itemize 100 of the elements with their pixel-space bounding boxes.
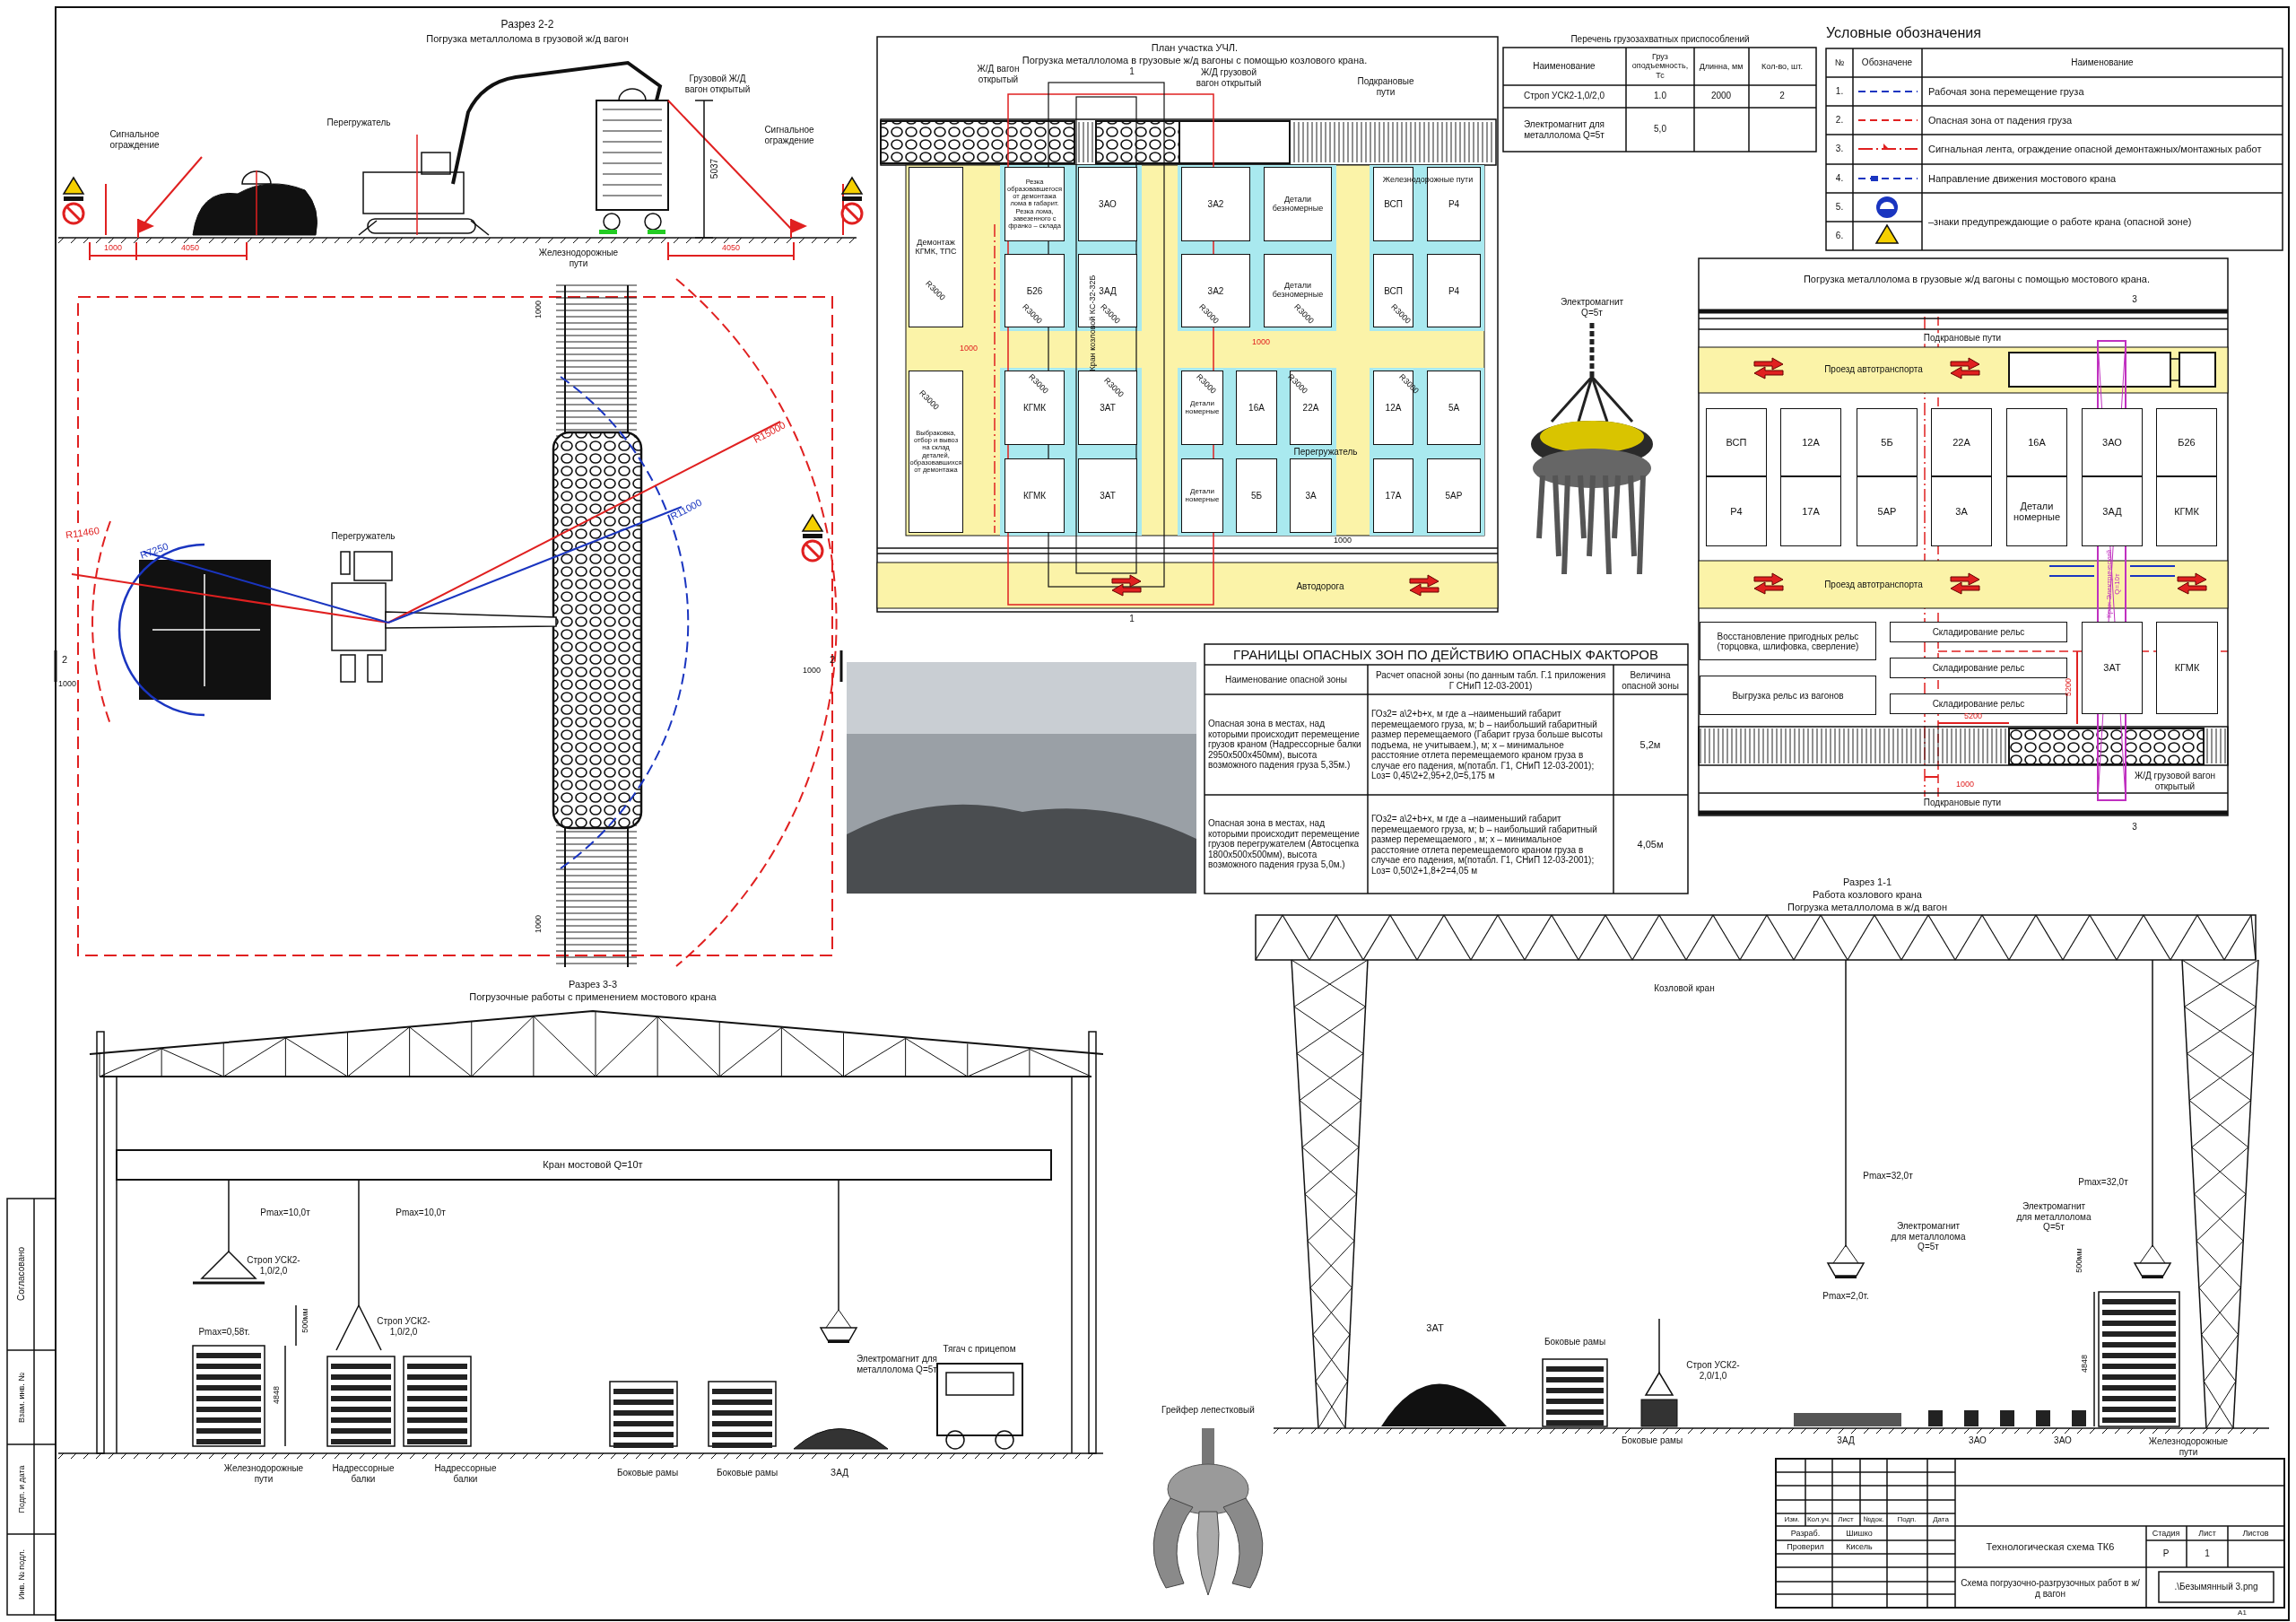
drawing-title: Перечень грузозахватных приспособлений [1570,34,1750,45]
table-cell: 5,2м [1639,738,1661,751]
callout-label: Сигнальное ограждение [763,124,815,145]
callout-label: Электромагнит для металлолома Q=5т [855,1353,939,1374]
table-cell-text: ГОз2= а\2+b+х, м где а –наименьший габарит перемещаемого груза, м; b – наибольший габаритный размер перемещаемого (Габарит груза больше высоты подъема, не учитываем.), м; х – минимальное расстояние отлета перемещаемого краном груза в случае его падения, м(потабл. Г1, СНиП 12-03-2001); Lоз= 0,45\2+2,95+2,0=5,175 м [1371,708,1604,781]
callout-label: Электромагнит Q=5т [1559,296,1625,318]
section-mark: 1 [1129,614,1135,624]
dimension-label: 1000 [1252,336,1270,347]
table-header: Обозначене [1860,57,1914,68]
callout-label: Ж/Д грузовой вагон открытый [2133,770,2217,791]
callout-label: Тягач с прицепом [943,1344,1016,1355]
table-cell: 2 [1779,91,1785,101]
area-label: Проезд автотранспорта [1824,580,1923,590]
callout-label: Pmax=32,0т [1863,1171,1913,1182]
callout-label: Перегружатель [1293,447,1358,458]
table-header: Наименование [2071,57,2134,68]
table-header: Величина опасной зоны [1621,669,1680,691]
zone-area: 3А [1931,476,1992,546]
table-cell-text: Электромагнит для металлолома Q=5т [1522,118,1606,140]
row-number: 3. [1835,144,1844,154]
callout-label: Электромагнит для металлолома Q=5т [2015,1200,2092,1233]
title-block-text: 1 [2205,1548,2210,1559]
zone-area: 16А [1236,371,1277,445]
zone-area: 12А [1780,408,1841,476]
callout-label: Ж/Д вагон открытый [976,63,1021,84]
dimension-label: 4050 [722,242,740,253]
drawing-title: Погрузочные работы с применением мостового крана [469,990,717,1003]
callout-label: Сигнальное ограждение [109,128,161,150]
legend-label: Направление движения мостового крана [1928,172,2117,185]
zone-area: Детали номерные [2006,476,2067,546]
zone-area: Детали номерные [1181,458,1223,533]
dimension-label: 1000 [533,301,544,318]
dimension-label: 500мм [300,1308,310,1333]
callout-label: Pmax=0,58т. [198,1327,250,1338]
dimension-label: 1000 [960,343,978,353]
zone-area: КГМК [1004,458,1065,533]
table-cell: 5,0 [1654,124,1666,135]
table-header: Расчет опасной зоны (по данным табл. Г.1 приложения Г СНиП 12-03-2001) [1374,669,1607,691]
zone-area: Детали безномерные [1264,167,1332,241]
callout-label: 3АТ [1426,1321,1444,1334]
table-cell-text: Опасная зона в местах, над которыми происходит перемещение грузов перегружателем (Автосцепка 1800х500х500мм), высота возможного падения груза 5,0м.) [1208,818,1361,870]
title-block-text: Проверил [1787,1541,1824,1552]
zone-area: КГМК [2156,622,2218,714]
drawing-title: Разрез 1-1 [1843,876,1892,888]
callout-label: 3АД [1837,1435,1855,1446]
title-block-text: Схема погрузочно-разгрузочных работ в ж/д вагон [1961,1577,2140,1599]
zone-area: 3АО [1078,167,1137,241]
title-block-text: №док. [1863,1515,1884,1524]
title-block-text: Технологическая схема ТК6 [1986,1540,2115,1553]
area-label: Автодорога [1296,581,1344,592]
callout-label: Pmax=10,0т [260,1208,310,1218]
zone-area: КГМК [2156,476,2217,546]
callout-label: ЗАД [831,1468,848,1478]
table-cell: Опасная зона в местах, над которыми происходит перемещение грузов краном (Надрессорные балки 2950х500х450мм), высота возможного падения груза 5,35м.) [1208,719,1362,771]
callout-label: Кран Электрический Q=10т [2104,549,2122,620]
area-label: Подкрановые пути [1921,333,2004,344]
callout-label: Надрессорные балки [331,1462,396,1484]
zone-area: 5АР [1427,458,1481,533]
zone-area: 3АТ [2082,622,2143,714]
table-cell: 2000 [1710,91,1732,101]
title-block-text: Лист [1838,1515,1854,1524]
callout-label: Pmax=32,0т [2078,1177,2128,1188]
zone-area: Выгрузка рельс из вагонов [1700,676,1876,715]
table-header: Длинна, мм [1698,61,1744,72]
callout-label: 3АО [2054,1435,2072,1446]
table-header: Наименование опасной зоны [1224,675,1348,685]
radius-label: R7250 [138,540,170,562]
table-cell-text: Строп УСК2-1,0/2,0 [1523,91,1605,101]
drawing-title: Погрузка металлолома в грузовые ж/д вагоны с помощью мостового крана. [1803,273,2151,285]
zone-area: 3А2 [1181,167,1250,241]
drawing-title: Условные обозначения [1826,24,1981,42]
stamp-text: Взам. инв. № [16,1373,27,1423]
row-number: 1. [1835,86,1844,97]
callout-label: Перегружатель [326,118,391,128]
area-label: Проезд автотранспорта [1824,364,1923,375]
zone-area: Р4 [1706,476,1767,546]
section-mark: 1 [1129,66,1135,77]
table-cell-text: ГОз2= а\2+b+х, м где а –наименьший габарит перемещаемого груза, м; b – наибольший габаритный размер перемещаемого , м; х – минимальное расстояние отлета перемещаемого краном груза в случае его падения, м(потабл. Г1, СНиП 12-03-2001); Lоз= 0,50\2+1,8+2=4,05 м [1371,813,1598,876]
zone-area: 16А [2006,408,2067,476]
stamp-text: Согласовано [16,1246,27,1302]
callout-label: Козловой кран [1654,983,1715,994]
dimension-label: 4848 [271,1386,282,1404]
dimension-label: 4848 [2079,1355,2090,1373]
drawing-title: План участка УЧЛ. [1151,41,1239,54]
legend-label: –знаки предупреждающие о работе крана (опасной зоне) [1928,215,2192,228]
zone-area: Складирование рельс [1890,658,2067,678]
callout-label: Электромагнит для металлолома Q=5т [1890,1220,1967,1252]
drawing-title: Погрузка металлолома в грузовые ж/д вагоны с помощью козлового крана. [1022,54,1368,66]
legend-label: Сигнальная лента, ограждение опасной демонтажных/монтажных работ [1928,143,2262,155]
radius-label: R11460 [63,524,102,542]
table-header: Наименование [1532,61,1596,72]
title-block-text: Стадия [2152,1528,2180,1539]
dimension-label: 5037 [709,158,720,179]
drawing-title: Разрез 2-2 [500,19,554,31]
callout-label: Боковые рамы [616,1468,679,1478]
zone-area: 17А [1373,458,1413,533]
legend-label: Опасная зона от падения груза [1928,114,2073,126]
callout-label: Перегружатель [331,531,396,542]
title-block-text: Р [2162,1548,2170,1559]
zone-area: 5А [1427,371,1481,445]
